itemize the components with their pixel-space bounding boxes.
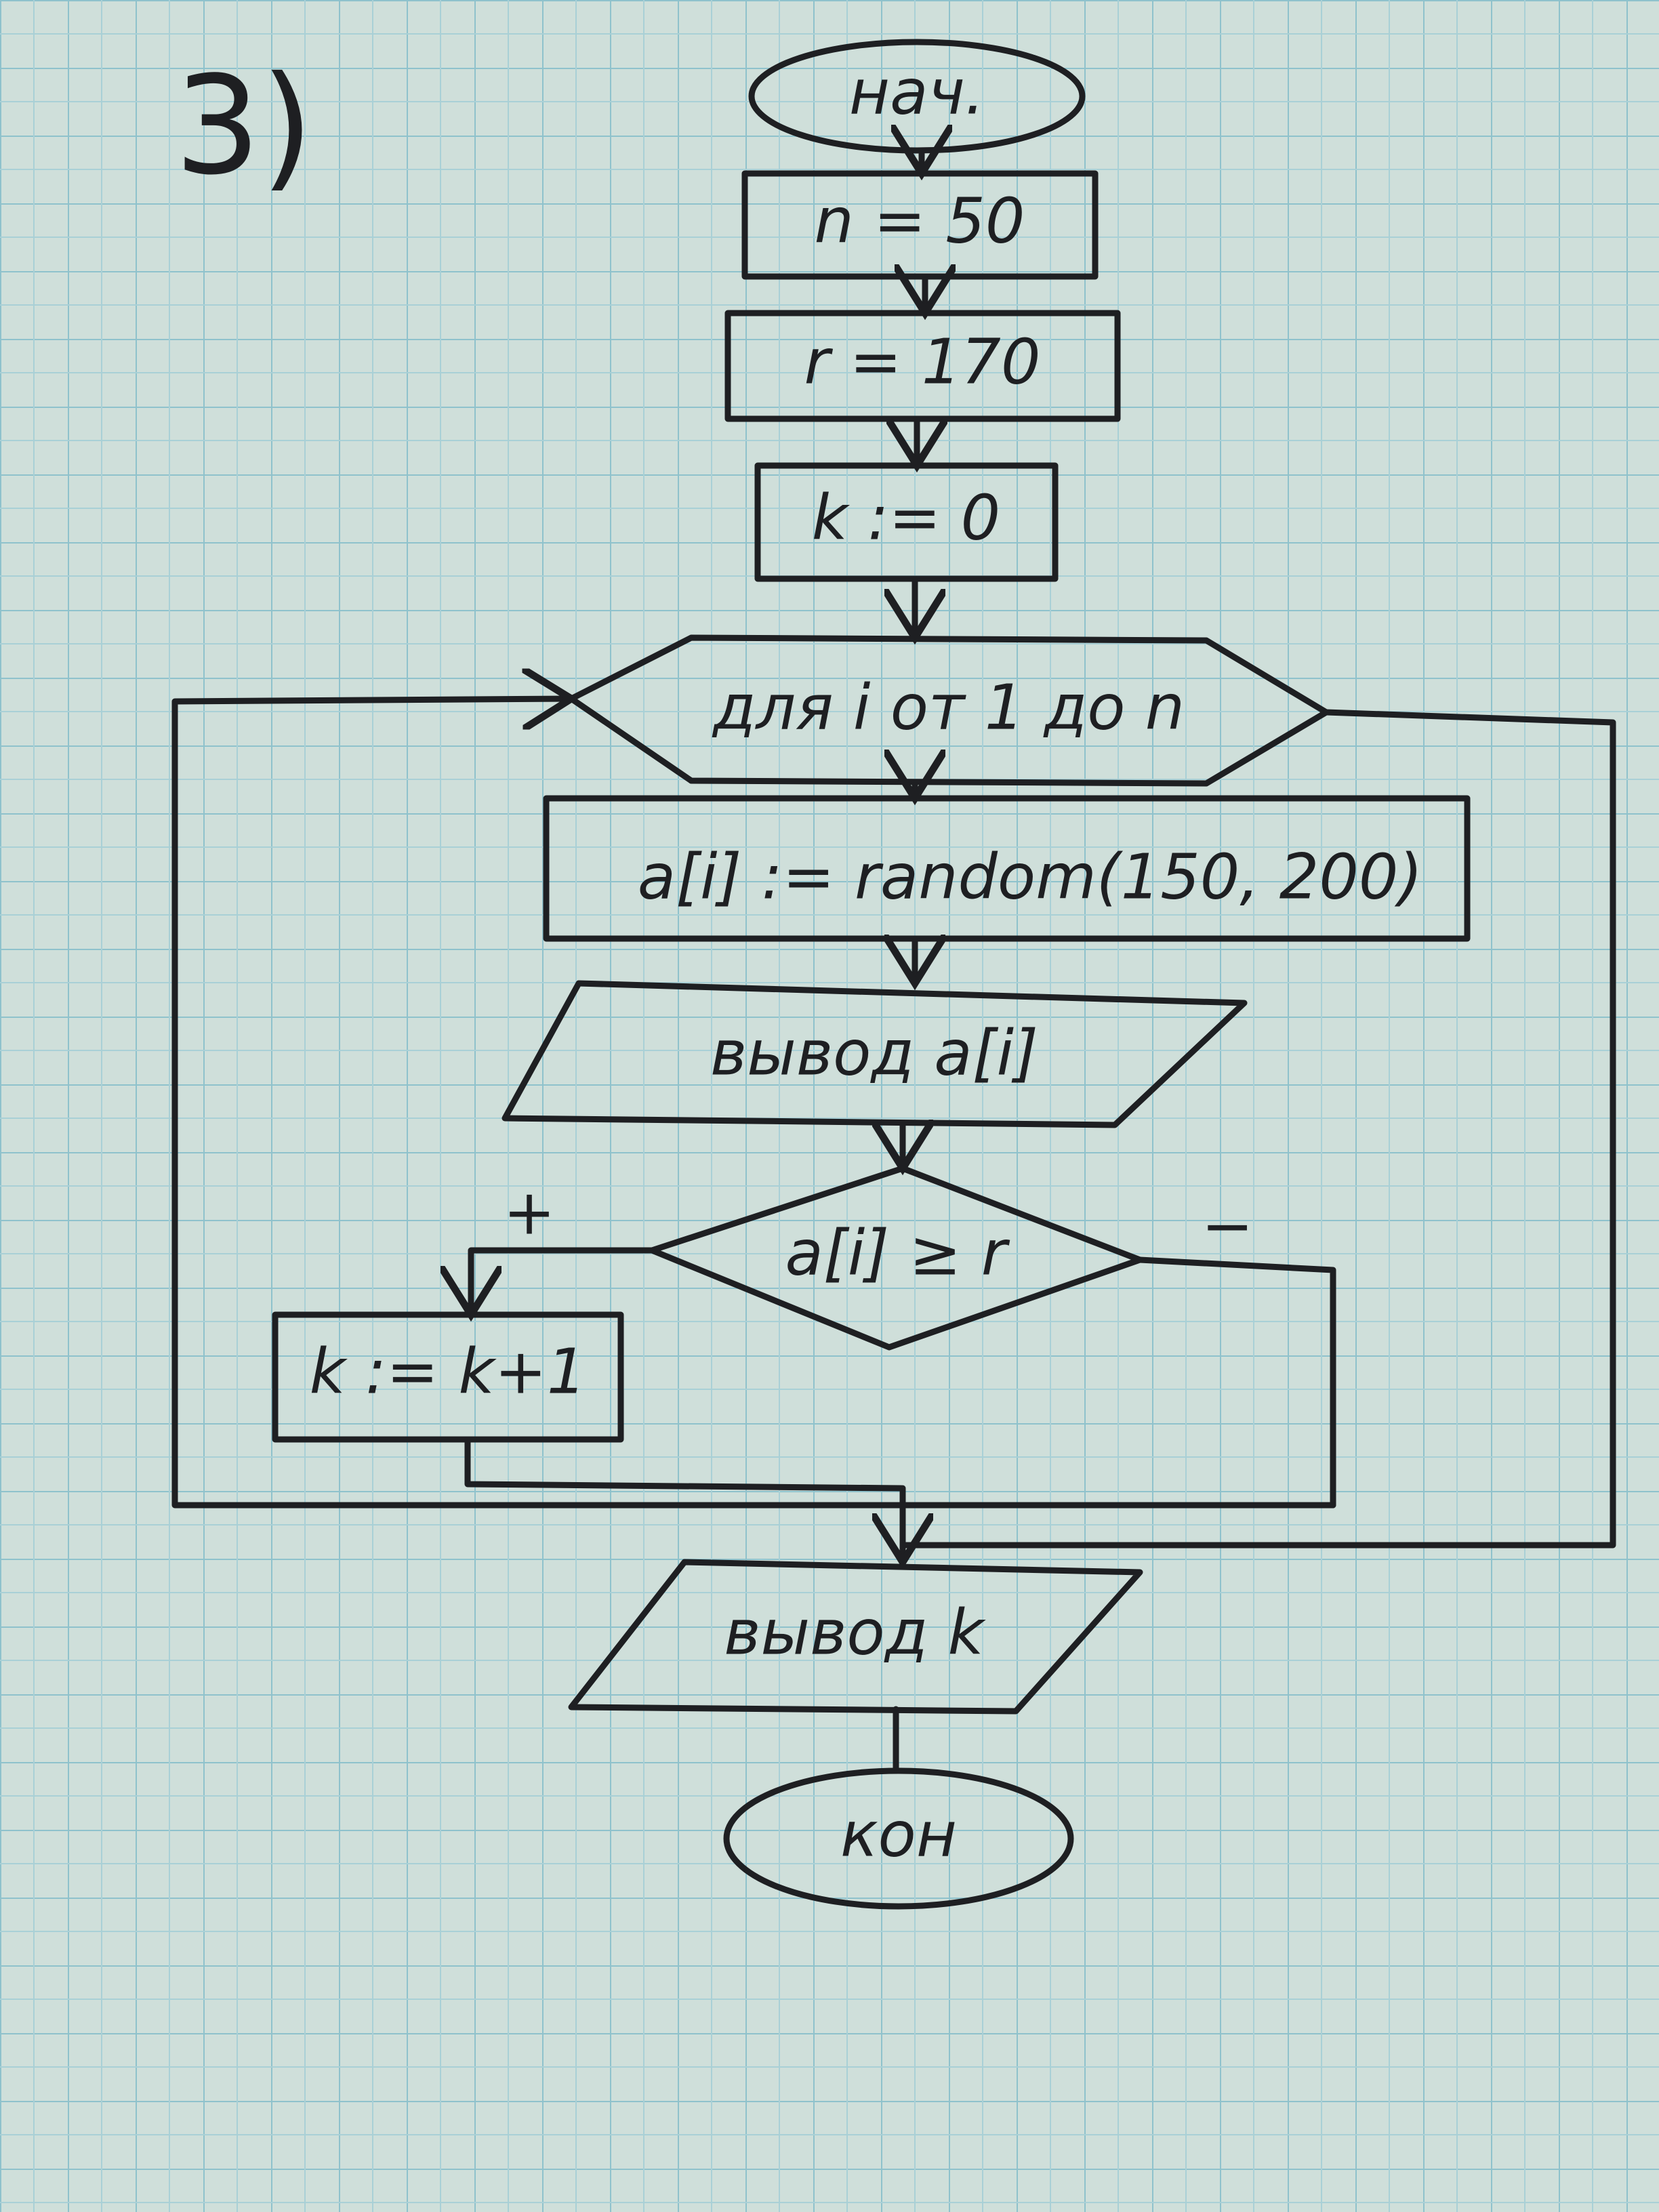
output-k-label: вывод k [724,1596,986,1668]
condition-label: a[i] ≥ r [785,1216,1010,1289]
arrow-yes-branch [471,1247,655,1315]
line-no-branch [1136,1256,1336,1509]
random-assign-label: a[i] := random(150, 200) [638,840,1423,913]
end-terminal [723,1767,1074,1910]
init-k-box [754,462,1059,582]
end-label: кон [840,1798,957,1870]
random-assign-box [543,795,1471,942]
assign-r-label: r = 170 [804,325,1041,398]
yes-branch-label: + [503,1176,555,1248]
init-k-label: k := 0 [812,481,1000,554]
arrow-loop-return [171,699,1336,1509]
page-number-label: 3) [174,47,313,205]
output-k-box [568,1559,1143,1715]
loop-label: для i от 1 до n [712,671,1185,743]
assign-n-label: n = 50 [815,184,1025,257]
increment-k-label: k := k+1 [310,1335,587,1408]
condition-diamond [649,1165,1143,1351]
line-increment-to-join [464,1436,905,1492]
start-label: нач. [849,56,985,128]
output-a-label: вывод a[i] [710,1017,1038,1089]
output-a-box [501,980,1248,1128]
line-loop-exit [899,709,1616,1549]
increment-k-box [272,1311,624,1443]
no-branch-label: − [1201,1189,1253,1262]
